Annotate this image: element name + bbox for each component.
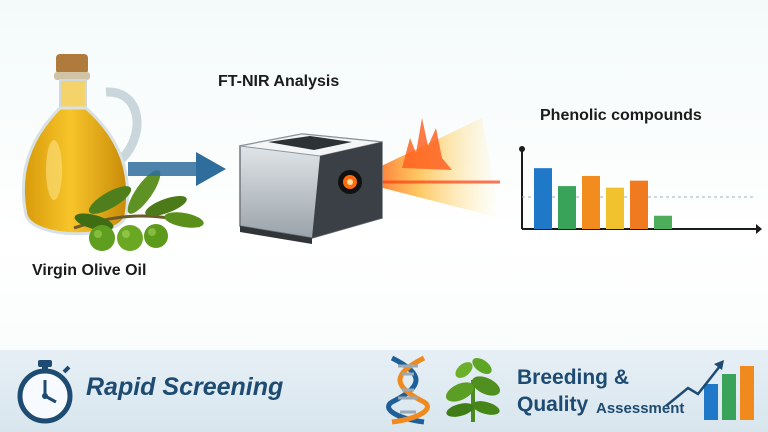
flow-arrow-icon	[128, 152, 226, 186]
chart-axis-dot	[519, 146, 525, 152]
chart-bar-6	[654, 215, 672, 229]
chart-bar-5	[630, 180, 648, 229]
label-rapid-screening: Rapid Screening	[86, 373, 284, 401]
seedling-icon	[445, 358, 501, 422]
chart-bar-2	[558, 186, 576, 229]
stopwatch-icon	[17, 360, 73, 424]
chart-bar-3	[582, 175, 600, 229]
label-phenolic-compounds: Phenolic compounds	[540, 107, 702, 124]
chart-bar-1	[534, 168, 552, 229]
phenolic-bar-chart	[519, 146, 762, 234]
growth-bars-icon	[665, 360, 754, 420]
label-quality: Quality	[517, 393, 589, 416]
olive-oil-bottle-icon	[21, 54, 204, 251]
label-ftnir-analysis: FT-NIR Analysis	[218, 73, 340, 90]
trend-arrow-icon	[665, 360, 724, 407]
ftnir-spectrometer-icon	[239, 118, 500, 244]
label-assessment: Assessment	[596, 400, 685, 417]
bottom-band	[0, 350, 768, 432]
label-breeding: Breeding &	[517, 366, 630, 389]
dna-icon	[386, 355, 430, 425]
chart-axis-arrow	[756, 224, 762, 234]
chart-bar-4	[606, 187, 624, 229]
label-virgin-olive-oil: Virgin Olive Oil	[32, 262, 147, 279]
